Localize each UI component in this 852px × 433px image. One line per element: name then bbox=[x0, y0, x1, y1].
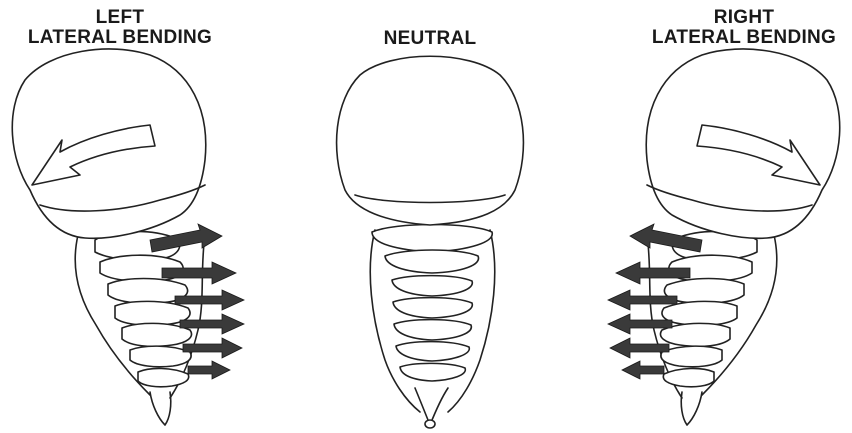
neutral-figure bbox=[337, 56, 524, 428]
right-bending-figure bbox=[608, 49, 840, 425]
left-bending-figure bbox=[12, 49, 244, 425]
force-arrow-icon bbox=[622, 361, 664, 379]
neutral-skull bbox=[337, 56, 524, 225]
force-arrow-icon bbox=[188, 361, 230, 379]
force-arrow-icon bbox=[150, 224, 222, 252]
neutral-cervical-spine bbox=[370, 225, 494, 429]
force-arrow-icon bbox=[630, 224, 702, 252]
